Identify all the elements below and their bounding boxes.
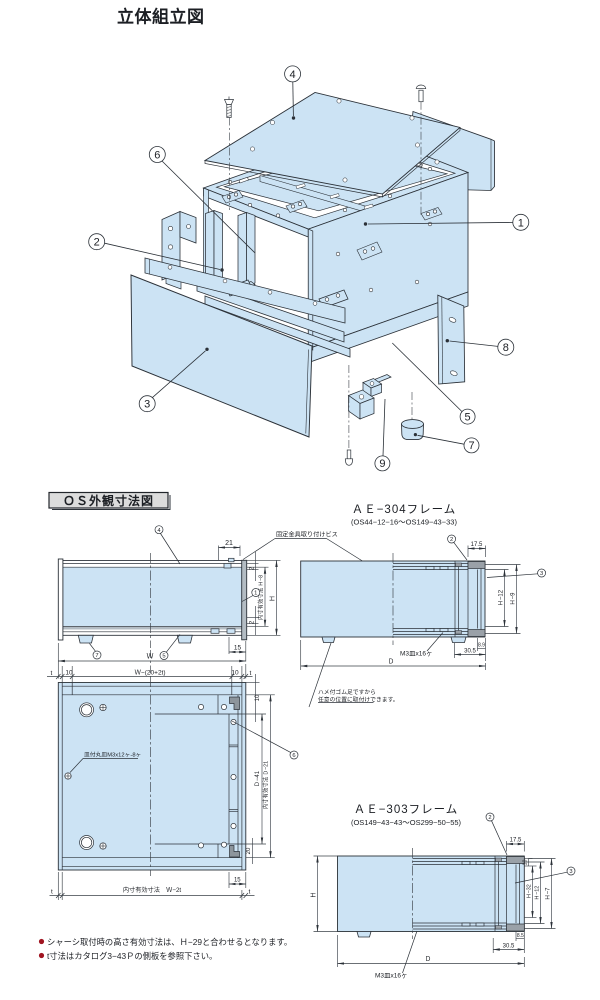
svg-text:皿付丸皿M3x12ヶ-8ヶ: 皿付丸皿M3x12ヶ-8ヶ xyxy=(84,751,141,759)
svg-text:(OS149−43−43〜OS299−50−55): (OS149−43−43〜OS299−50−55) xyxy=(351,818,462,827)
svg-text:固定金具取り付けビス: 固定金具取り付けビス xyxy=(276,531,338,539)
svg-text:3: 3 xyxy=(144,399,150,411)
svg-text:Ｄ: Ｄ xyxy=(425,956,432,963)
svg-text:30.5: 30.5 xyxy=(503,944,515,950)
svg-text:30.5: 30.5 xyxy=(464,649,476,655)
svg-text:M3皿x16ヶ: M3皿x16ヶ xyxy=(400,650,433,658)
svg-text:3: 3 xyxy=(540,571,543,577)
svg-text:15: 15 xyxy=(234,878,241,884)
svg-text:Ｈ: Ｈ xyxy=(310,892,317,899)
svg-text:17.5: 17.5 xyxy=(471,542,483,548)
svg-text:20: 20 xyxy=(246,847,252,854)
svg-text:2: 2 xyxy=(94,237,100,249)
svg-text:t: t xyxy=(250,670,252,677)
svg-text:6: 6 xyxy=(292,753,295,759)
svg-text:1: 1 xyxy=(518,217,524,229)
svg-text:立体組立図: 立体組立図 xyxy=(117,7,205,27)
svg-text:7: 7 xyxy=(468,440,474,452)
svg-text:内寸有効寸法 Ｗ−2t: 内寸有効寸法 Ｗ−2t xyxy=(123,886,182,894)
svg-text:ＯＳ外観寸法図: ＯＳ外観寸法図 xyxy=(63,493,154,508)
svg-text:1: 1 xyxy=(254,591,257,597)
svg-text:2: 2 xyxy=(488,815,491,821)
svg-text:10: 10 xyxy=(231,669,239,676)
svg-text:Ｈ: Ｈ xyxy=(269,595,276,602)
svg-text:シャーシ取付時の高さ有効寸法は、Ｈ−29と合わせるとなります: シャーシ取付時の高さ有効寸法は、Ｈ−29と合わせるとなります。 xyxy=(47,937,292,947)
svg-text:2: 2 xyxy=(250,566,256,570)
svg-text:7: 7 xyxy=(95,653,98,659)
svg-text:Ｈ−7: Ｈ−7 xyxy=(545,887,552,901)
svg-text:4: 4 xyxy=(290,69,296,81)
svg-text:10: 10 xyxy=(522,860,528,866)
svg-text:内寸有効寸法 Ｈ−8: 内寸有効寸法 Ｈ−8 xyxy=(257,575,265,620)
svg-text:ハメ付ゴム足ですから: ハメ付ゴム足ですから xyxy=(318,688,376,696)
svg-text:8: 8 xyxy=(503,342,509,354)
svg-text:21: 21 xyxy=(225,540,233,547)
svg-text:5: 5 xyxy=(465,411,471,423)
svg-text:Ｗ−(20+2t): Ｗ−(20+2t) xyxy=(134,669,165,676)
svg-text:Ｗ: Ｗ xyxy=(147,653,154,661)
svg-text:内寸有効寸法 Ｄ−21: 内寸有効寸法 Ｄ−21 xyxy=(262,761,270,809)
svg-text:15: 15 xyxy=(234,645,242,652)
svg-text:8.5: 8.5 xyxy=(517,933,524,939)
svg-text:17.5: 17.5 xyxy=(510,838,522,844)
svg-text:Ｈ−32: Ｈ−32 xyxy=(527,884,533,899)
svg-text:6: 6 xyxy=(154,150,160,162)
svg-text:t: t xyxy=(249,889,251,896)
svg-text:ＡＥ−303フレーム: ＡＥ−303フレーム xyxy=(354,803,459,816)
svg-text:10: 10 xyxy=(65,669,73,676)
svg-text:Ｈ−12: Ｈ−12 xyxy=(498,589,505,606)
svg-text:Ｄ: Ｄ xyxy=(388,659,395,666)
svg-text:Ｄ−41: Ｄ−41 xyxy=(254,770,261,787)
svg-text:2: 2 xyxy=(250,620,256,624)
svg-text:t寸法はカタログ3−43Ｐの側板を参照下さい。: t寸法はカタログ3−43Ｐの側板を参照下さい。 xyxy=(47,951,217,961)
svg-text:t: t xyxy=(51,889,53,896)
svg-text:10: 10 xyxy=(255,694,261,701)
svg-text:任意の位置に取付けできます。: 任意の位置に取付けできます。 xyxy=(318,696,399,704)
svg-text:5: 5 xyxy=(162,654,165,660)
svg-text:8.9: 8.9 xyxy=(478,643,485,649)
svg-text:M3皿x16ヶ: M3皿x16ヶ xyxy=(375,972,408,980)
svg-text:t: t xyxy=(51,670,53,677)
svg-text:9: 9 xyxy=(379,458,385,470)
svg-text:4: 4 xyxy=(157,528,161,534)
svg-text:3: 3 xyxy=(569,869,572,875)
svg-text:Ｈ−9: Ｈ−9 xyxy=(510,592,517,606)
svg-text:2: 2 xyxy=(450,537,453,543)
svg-text:(OS44−12−16〜OS149−43−33): (OS44−12−16〜OS149−43−33) xyxy=(351,518,457,527)
svg-text:Ｈ−12: Ｈ−12 xyxy=(535,886,541,901)
svg-text:ＡＥ−304フレーム: ＡＥ−304フレーム xyxy=(352,503,457,516)
